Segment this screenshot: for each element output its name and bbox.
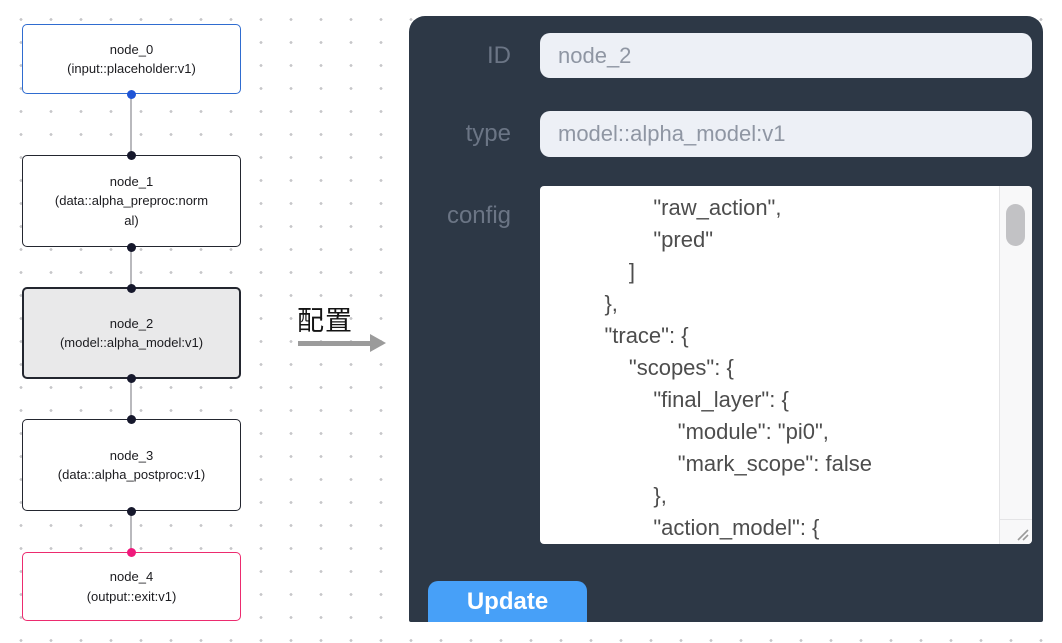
update-button[interactable]: Update xyxy=(428,581,587,622)
source-handle[interactable] xyxy=(127,506,136,516)
config-scrollbar-track[interactable] xyxy=(999,186,1032,544)
node-title: node_2 xyxy=(109,315,154,331)
flow-node-node_1[interactable]: node_1 (data::alpha_preproc:normal) xyxy=(22,150,241,252)
flow-node-node_3[interactable]: node_3 (data::alpha_postproc:v1) xyxy=(22,414,241,516)
node-title: node_1 xyxy=(109,173,154,189)
node-subtitle: (data::alpha_postproc:v1) xyxy=(57,467,206,482)
right-arrow-icon xyxy=(298,341,372,346)
node-subtitle: (output::exit:v1) xyxy=(86,588,177,604)
node-subtitle: (model::alpha_model:v1) xyxy=(59,335,204,350)
config-json-text[interactable]: "raw_action", "pred" ] }, "trace": { "sc… xyxy=(604,195,872,540)
resize-handle-icon[interactable] xyxy=(1014,526,1029,541)
id-field-label: ID xyxy=(487,42,511,69)
source-handle[interactable] xyxy=(127,242,136,252)
node-title: node_3 xyxy=(109,447,154,463)
node-title: node_4 xyxy=(109,569,154,584)
type-field-label: type xyxy=(465,120,511,147)
type-input[interactable] xyxy=(540,111,1032,157)
config-field-label: config xyxy=(446,202,511,229)
target-handle[interactable] xyxy=(127,150,136,160)
target-handle[interactable] xyxy=(127,283,136,293)
source-handle[interactable] xyxy=(127,89,136,99)
flow-node-node_0[interactable]: node_0 (input::placeholder:v1) xyxy=(22,24,241,99)
config-annotation-label: 配置 xyxy=(297,306,353,336)
right-arrow-head-icon xyxy=(370,334,386,352)
target-handle[interactable] xyxy=(127,547,136,557)
node-subtitle: (input::placeholder:v1) xyxy=(67,61,196,76)
target-handle[interactable] xyxy=(127,414,136,424)
config-scrollbar-thumb[interactable] xyxy=(1006,204,1025,246)
flow-node-node_2[interactable]: node_2 (model::alpha_model:v1) xyxy=(22,283,241,383)
config-textarea[interactable]: "raw_action", "pred" ] }, "trace": { "sc… xyxy=(540,186,1032,544)
node-subtitle: (data::alpha_preproc:normal) xyxy=(54,193,209,228)
node-title: node_0 xyxy=(109,41,154,57)
config-scrollbar-corner xyxy=(1000,519,1032,544)
node-config-panel: ID type config "raw_action", "pred" ] },… xyxy=(409,16,1043,622)
source-handle[interactable] xyxy=(127,373,136,383)
flow-node-node_4[interactable]: node_4 (output::exit:v1) xyxy=(22,547,241,621)
id-input[interactable] xyxy=(540,33,1032,78)
